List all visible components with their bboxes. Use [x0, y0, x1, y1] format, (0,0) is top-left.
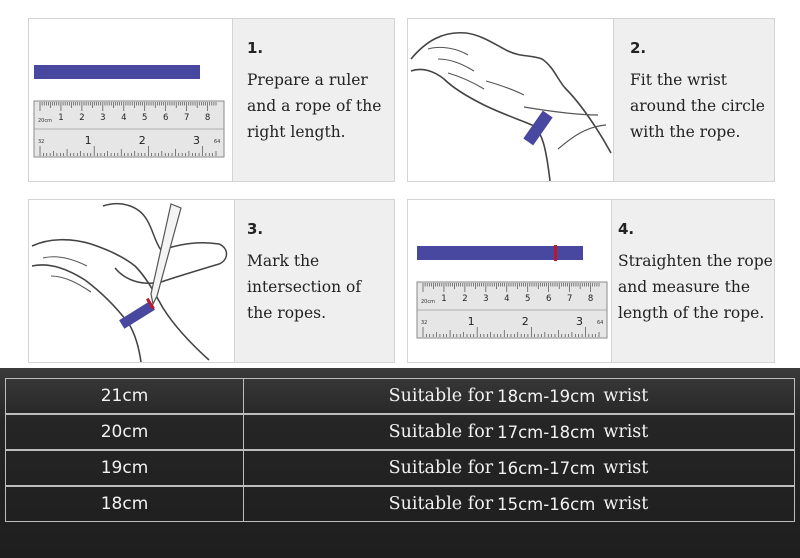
- step-1-illustration: 1 2 3 4 5 6 7 8 20cm 1 2 3 32 64: [29, 19, 233, 181]
- step-2-number: 2.: [630, 39, 647, 57]
- step-4-panel: 1 2 3 4 5 6 7 8 20cm 1 2 3 32 64 4. Straighten the ro…: [407, 199, 775, 363]
- step-1-text: 1. Prepare a ruler and a rope of the rig…: [247, 39, 381, 145]
- table-row: 19cm Suitable for 16cm-17cm wrist: [5, 450, 795, 486]
- finger-lines: [427, 46, 525, 96]
- step-3-number: 3.: [247, 220, 264, 238]
- table-row: 20cm Suitable for 17cm-18cm wrist: [5, 414, 795, 450]
- ruler-inch-unit: 32: [421, 320, 427, 326]
- ruler-cm-label: 3: [483, 294, 488, 304]
- ruler-inch-label: 3: [576, 315, 583, 328]
- table-row: 21cm Suitable for 18cm-19cm wrist: [5, 378, 795, 414]
- pen-icon: [150, 203, 182, 306]
- ruler-inch-label: 3: [193, 134, 200, 147]
- step-1-description: Prepare a ruler and a rope of the right …: [247, 71, 382, 141]
- ruler-cm-unit: 20cm: [38, 118, 52, 124]
- ruler-inch-unit: 32: [38, 139, 44, 145]
- rope: [34, 65, 200, 79]
- ruler-end-label: 64: [597, 320, 603, 326]
- hand-outline: [31, 238, 210, 363]
- suitability-cell: Suitable for 17cm-18cm wrist: [243, 415, 794, 449]
- ruler-end-label: 64: [214, 139, 220, 145]
- step-3-text: 3. Mark the intersection of the ropes.: [247, 220, 361, 326]
- wrist-with-rope-graphic: [410, 31, 612, 182]
- step-3-description: Mark the intersection of the ropes.: [247, 252, 362, 322]
- rope-loop: [523, 110, 553, 146]
- wrist-outline: [523, 106, 607, 150]
- suitable-suffix: wrist: [603, 458, 649, 478]
- step-4-number: 4.: [618, 220, 635, 238]
- wrist-range: 15cm-16cm: [497, 494, 596, 514]
- size-cell: 19cm: [6, 451, 244, 485]
- ruler-cm-label: 8: [205, 113, 210, 123]
- step-3-panel: 3. Mark the intersection of the ropes.: [28, 199, 395, 363]
- rope-loop: [119, 301, 155, 329]
- ruler-inch-label: 2: [139, 134, 146, 147]
- rope: [417, 246, 583, 260]
- suitability-cell: Suitable for 18cm-19cm wrist: [243, 379, 794, 413]
- ruler-cm-label: 2: [462, 294, 467, 304]
- ruler-cm-label: 6: [163, 113, 168, 123]
- wrist-range: 18cm-19cm: [497, 386, 596, 406]
- ruler-cm-label: 5: [142, 113, 147, 123]
- size-cell: 18cm: [6, 487, 244, 521]
- step-3-illustration: [29, 200, 235, 363]
- step-1-number: 1.: [247, 39, 264, 57]
- ruler-cm-label: 4: [121, 113, 126, 123]
- suitable-suffix: wrist: [603, 422, 649, 442]
- suitability-cell: Suitable for 16cm-17cm wrist: [243, 451, 794, 485]
- measure-rope-graphic: 1 2 3 4 5 6 7 8 20cm 1 2 3 32 64: [416, 245, 608, 339]
- intersection-mark: [145, 297, 155, 310]
- suitability-cell: Suitable for 15cm-16cm wrist: [243, 487, 794, 521]
- ruler-inch-label: 1: [468, 315, 475, 328]
- step-4-illustration: 1 2 3 4 5 6 7 8 20cm 1 2 3 32 64: [408, 200, 612, 362]
- ruler-cm-label: 3: [100, 113, 105, 123]
- step-2-text: 2. Fit the wrist around the circle with …: [630, 39, 765, 145]
- step-2-illustration: [408, 19, 614, 182]
- ruler-inch-label: 1: [85, 134, 92, 147]
- ruler: 1 2 3 4 5 6 7 8 20cm 1 2 3 32 64: [416, 281, 608, 339]
- ruler-cm-label: 8: [588, 294, 593, 304]
- suitable-suffix: wrist: [603, 494, 649, 514]
- ruler-cm-label: 2: [79, 113, 84, 123]
- wrist-range: 17cm-18cm: [497, 422, 596, 442]
- ruler-inch-label: 2: [522, 315, 529, 328]
- step-4-description: Straighten the rope and measure the leng…: [618, 252, 773, 322]
- rope-mark: [554, 245, 557, 261]
- ruler: 1 2 3 4 5 6 7 8 20cm 1 2 3 32 64: [33, 100, 225, 158]
- ruler-cm-label: 5: [525, 294, 530, 304]
- suitable-prefix: Suitable for: [388, 422, 494, 442]
- rope-and-ruler-graphic: 1 2 3 4 5 6 7 8 20cm 1 2 3 32 64: [33, 65, 225, 158]
- ruler-cm-label: 4: [504, 294, 509, 304]
- finger-lines: [42, 256, 92, 293]
- ruler-cm-unit: 20cm: [421, 299, 435, 305]
- step-2-panel: 2. Fit the wrist around the circle with …: [407, 18, 775, 182]
- step-1-panel: 1 2 3 4 5 6 7 8 20cm 1 2 3 32 64 1. Prepare a ruler a…: [28, 18, 395, 182]
- step-4-text: 4. Straighten the rope and measure the l…: [618, 220, 773, 326]
- suitable-suffix: wrist: [603, 386, 649, 406]
- suitable-prefix: Suitable for: [388, 386, 494, 406]
- wrist-range: 16cm-17cm: [497, 458, 596, 478]
- size-table: 21cm Suitable for 18cm-19cm wrist 20cm S…: [0, 368, 800, 558]
- ruler-cm-label: 7: [567, 294, 572, 304]
- marking-wrist-graphic: [31, 202, 228, 363]
- hand-outline: [410, 31, 612, 182]
- ruler-cm-label: 1: [441, 294, 446, 304]
- size-cell: 21cm: [6, 379, 244, 413]
- ruler-cm-label: 6: [546, 294, 551, 304]
- step-2-description: Fit the wrist around the circle with the…: [630, 71, 765, 141]
- size-cell: 20cm: [6, 415, 244, 449]
- ruler-cm-label: 1: [58, 113, 63, 123]
- table-row: 18cm Suitable for 15cm-16cm wrist: [5, 486, 795, 522]
- ruler-cm-label: 7: [184, 113, 189, 123]
- suitable-prefix: Suitable for: [388, 494, 494, 514]
- suitable-prefix: Suitable for: [388, 458, 494, 478]
